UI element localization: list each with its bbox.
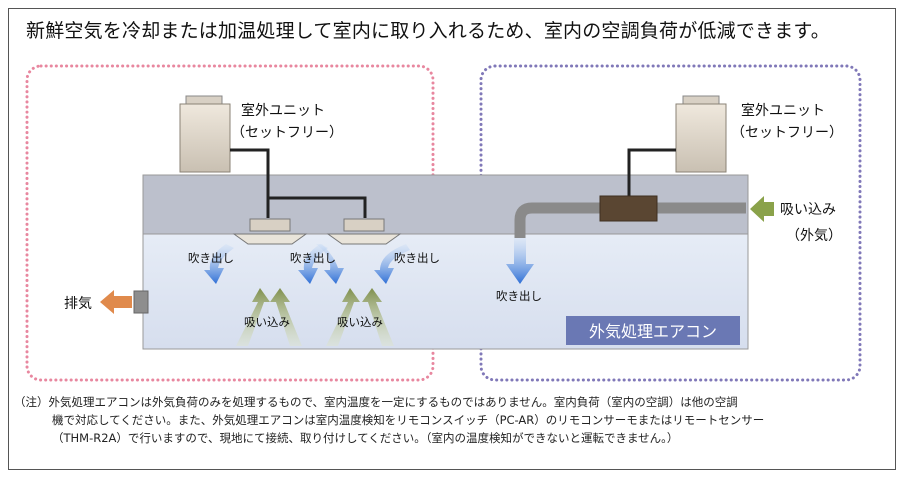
right-unit-sublabel: （セットフリー） [731, 125, 843, 141]
suction-label: 吸い込み [244, 315, 290, 329]
intake-sublabel: （外気） [786, 228, 842, 244]
blow-label: 吹き出し [188, 251, 234, 265]
left-unit-sublabel: （セットフリー） [231, 125, 343, 141]
oa-processing-box-icon [599, 195, 658, 222]
blow-label: 吹き出し [394, 251, 440, 265]
note-line-1: （注）外気処理エアコンは外気負荷のみを処理するもので、室内温度を一定にするもので… [14, 395, 738, 409]
ceiling-cassette-icon [232, 218, 308, 245]
outdoor-unit-icon [179, 95, 231, 173]
intake-arrow [750, 196, 774, 222]
oa-unit-label-bg [566, 316, 740, 345]
note-line-3: （THM-R2A）で行いますので、現地にて接続、取り付けしてください。（室内の温… [52, 431, 679, 445]
ceiling-cassette-icon [326, 218, 402, 245]
blow-label: 吹き出し [290, 251, 336, 265]
exhaust-arrow [100, 290, 132, 314]
suction-arrow [236, 288, 394, 346]
oa-unit-label: 外気処理エアコン [589, 322, 717, 341]
exhaust-vent-icon [133, 290, 149, 314]
suction-label: 吸い込み [337, 315, 383, 329]
right-unit-label: 室外ユニット [741, 102, 825, 119]
blow-arrow [204, 238, 534, 284]
conventional-zone-outline [25, 64, 435, 382]
oa-zone-outline [479, 64, 862, 382]
duct-icon [514, 202, 746, 238]
headline: 新鮮空気を冷却または加温処理して室内に取り入れるため、室内の空調負荷が低減できま… [26, 20, 830, 42]
note-line-2: 機で対応してください。また、外気処理エアコンは室内温度検知をリモコンスイッチ（P… [52, 413, 765, 427]
exhaust-label: 排気 [64, 296, 92, 312]
left-unit-label: 室外ユニット [241, 102, 325, 119]
intake-label: 吸い込み [780, 202, 836, 218]
outdoor-unit-icon [675, 95, 727, 173]
refrigerant-pipe [230, 148, 676, 218]
blow-label: 吹き出し [496, 289, 542, 303]
